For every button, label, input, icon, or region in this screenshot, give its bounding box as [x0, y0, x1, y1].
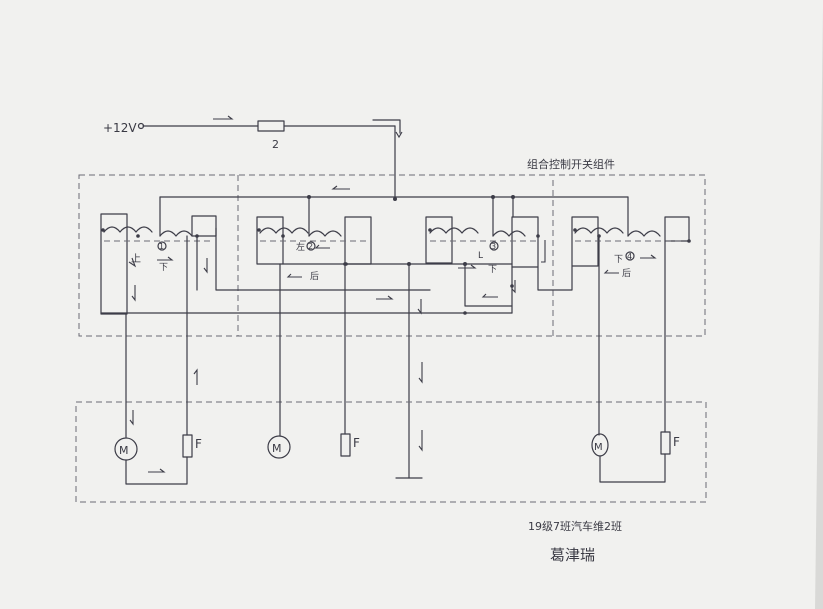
author-name: 葛津瑞: [550, 546, 595, 564]
switch-3: 3 L 下: [425, 196, 546, 298]
switch-group-label: 组合控制开关组件: [527, 157, 615, 171]
motor-2-label: M: [272, 442, 282, 455]
switch-3-right-label: 下: [488, 265, 497, 275]
coil-1-label: F: [195, 437, 202, 451]
switch-2-right-label: 后: [310, 271, 319, 282]
author-line: 19级7班汽车维2班: [528, 519, 622, 533]
switch-group-enclosure: 组合控制开关组件: [78, 157, 706, 337]
coil-3-label: F: [673, 435, 680, 449]
load-2: M F: [267, 263, 360, 459]
switch-1: 1 上 下: [100, 196, 431, 315]
supply-label: +12V: [103, 121, 137, 135]
load-1: M F: [114, 235, 202, 485]
switch-4-number: 4: [627, 252, 632, 261]
motor-3-label: M: [594, 442, 603, 453]
switch-4-left-label: 下: [614, 255, 623, 265]
switch-1-right-label: 下: [159, 263, 168, 273]
coil-2: [340, 433, 351, 457]
fuse-label: 2: [272, 138, 279, 151]
switch-1-number: 1: [159, 242, 164, 251]
switch-2-number: 2: [308, 242, 313, 251]
switch-1-left-label: 上: [131, 253, 141, 265]
coil-2-label: F: [353, 436, 360, 450]
signature-block: 19级7班汽车维2班 葛津瑞: [528, 519, 622, 564]
switch-3-left-label: L: [478, 251, 483, 261]
internal-wiring: [100, 262, 573, 479]
motor-1-label: M: [119, 444, 129, 457]
load-enclosure: [75, 401, 707, 503]
supply-feed: +12V 2: [103, 115, 403, 200]
switch-2-left-label: 左: [296, 241, 305, 253]
switch-4-right-label: 后: [622, 268, 631, 279]
motor-2-icon: [267, 435, 291, 459]
switch-3-number: 3: [491, 242, 496, 251]
switch-4: 4 下 后: [571, 196, 691, 279]
load-3: M F: [591, 235, 680, 483]
